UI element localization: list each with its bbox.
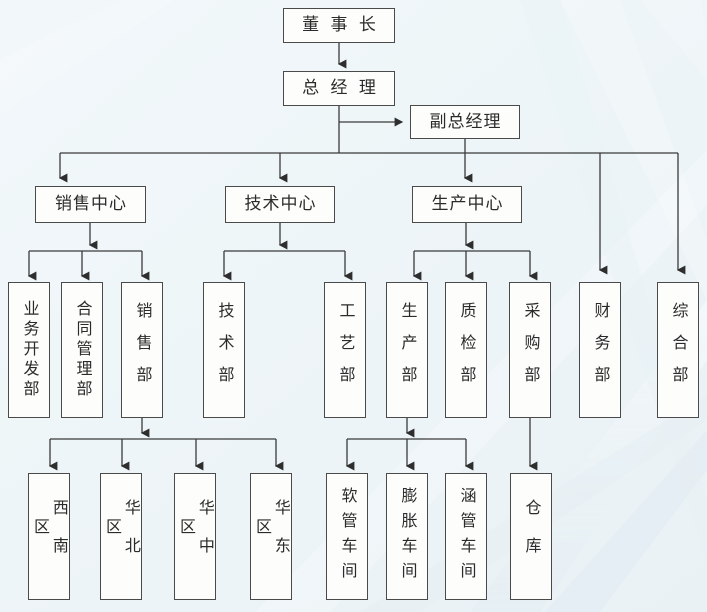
node-sales-dept[interactable]: 销售部 <box>121 282 163 418</box>
node-north-china-region[interactable]: 华北区 <box>100 473 142 600</box>
node-chairman[interactable]: 董 事 长 <box>283 8 395 43</box>
node-central-china-region[interactable]: 华中区 <box>174 473 216 600</box>
node-warehouse[interactable]: 仓库 <box>510 473 552 600</box>
node-production-center[interactable]: 生产中心 <box>412 186 522 223</box>
node-purchasing-dept[interactable]: 采购部 <box>509 282 551 418</box>
node-culvert-workshop[interactable]: 涵管车间 <box>445 473 487 600</box>
node-quality-dept[interactable]: 质检部 <box>445 282 487 418</box>
node-contract-mgmt-dept[interactable]: 合同管理部 <box>61 282 103 418</box>
node-southwest-region[interactable]: 西南区 <box>28 473 70 600</box>
node-deputy-general-manager[interactable]: 副总经理 <box>410 105 520 139</box>
node-sales-center[interactable]: 销售中心 <box>35 186 146 223</box>
node-tech-center[interactable]: 技术中心 <box>225 186 335 223</box>
node-tech-dept[interactable]: 技术部 <box>203 282 245 418</box>
node-east-china-region[interactable]: 华东区 <box>250 473 292 600</box>
node-expansion-workshop[interactable]: 膨胀车间 <box>386 473 428 600</box>
node-general-manager[interactable]: 总 经 理 <box>283 71 395 106</box>
node-general-affairs-dept[interactable]: 综合部 <box>657 282 699 418</box>
node-production-dept[interactable]: 生产部 <box>386 282 428 418</box>
node-process-dept[interactable]: 工艺部 <box>324 282 366 418</box>
node-hose-workshop[interactable]: 软管车间 <box>326 473 368 600</box>
node-finance-dept[interactable]: 财务部 <box>579 282 621 418</box>
node-business-dev-dept[interactable]: 业务开发部 <box>8 282 50 418</box>
